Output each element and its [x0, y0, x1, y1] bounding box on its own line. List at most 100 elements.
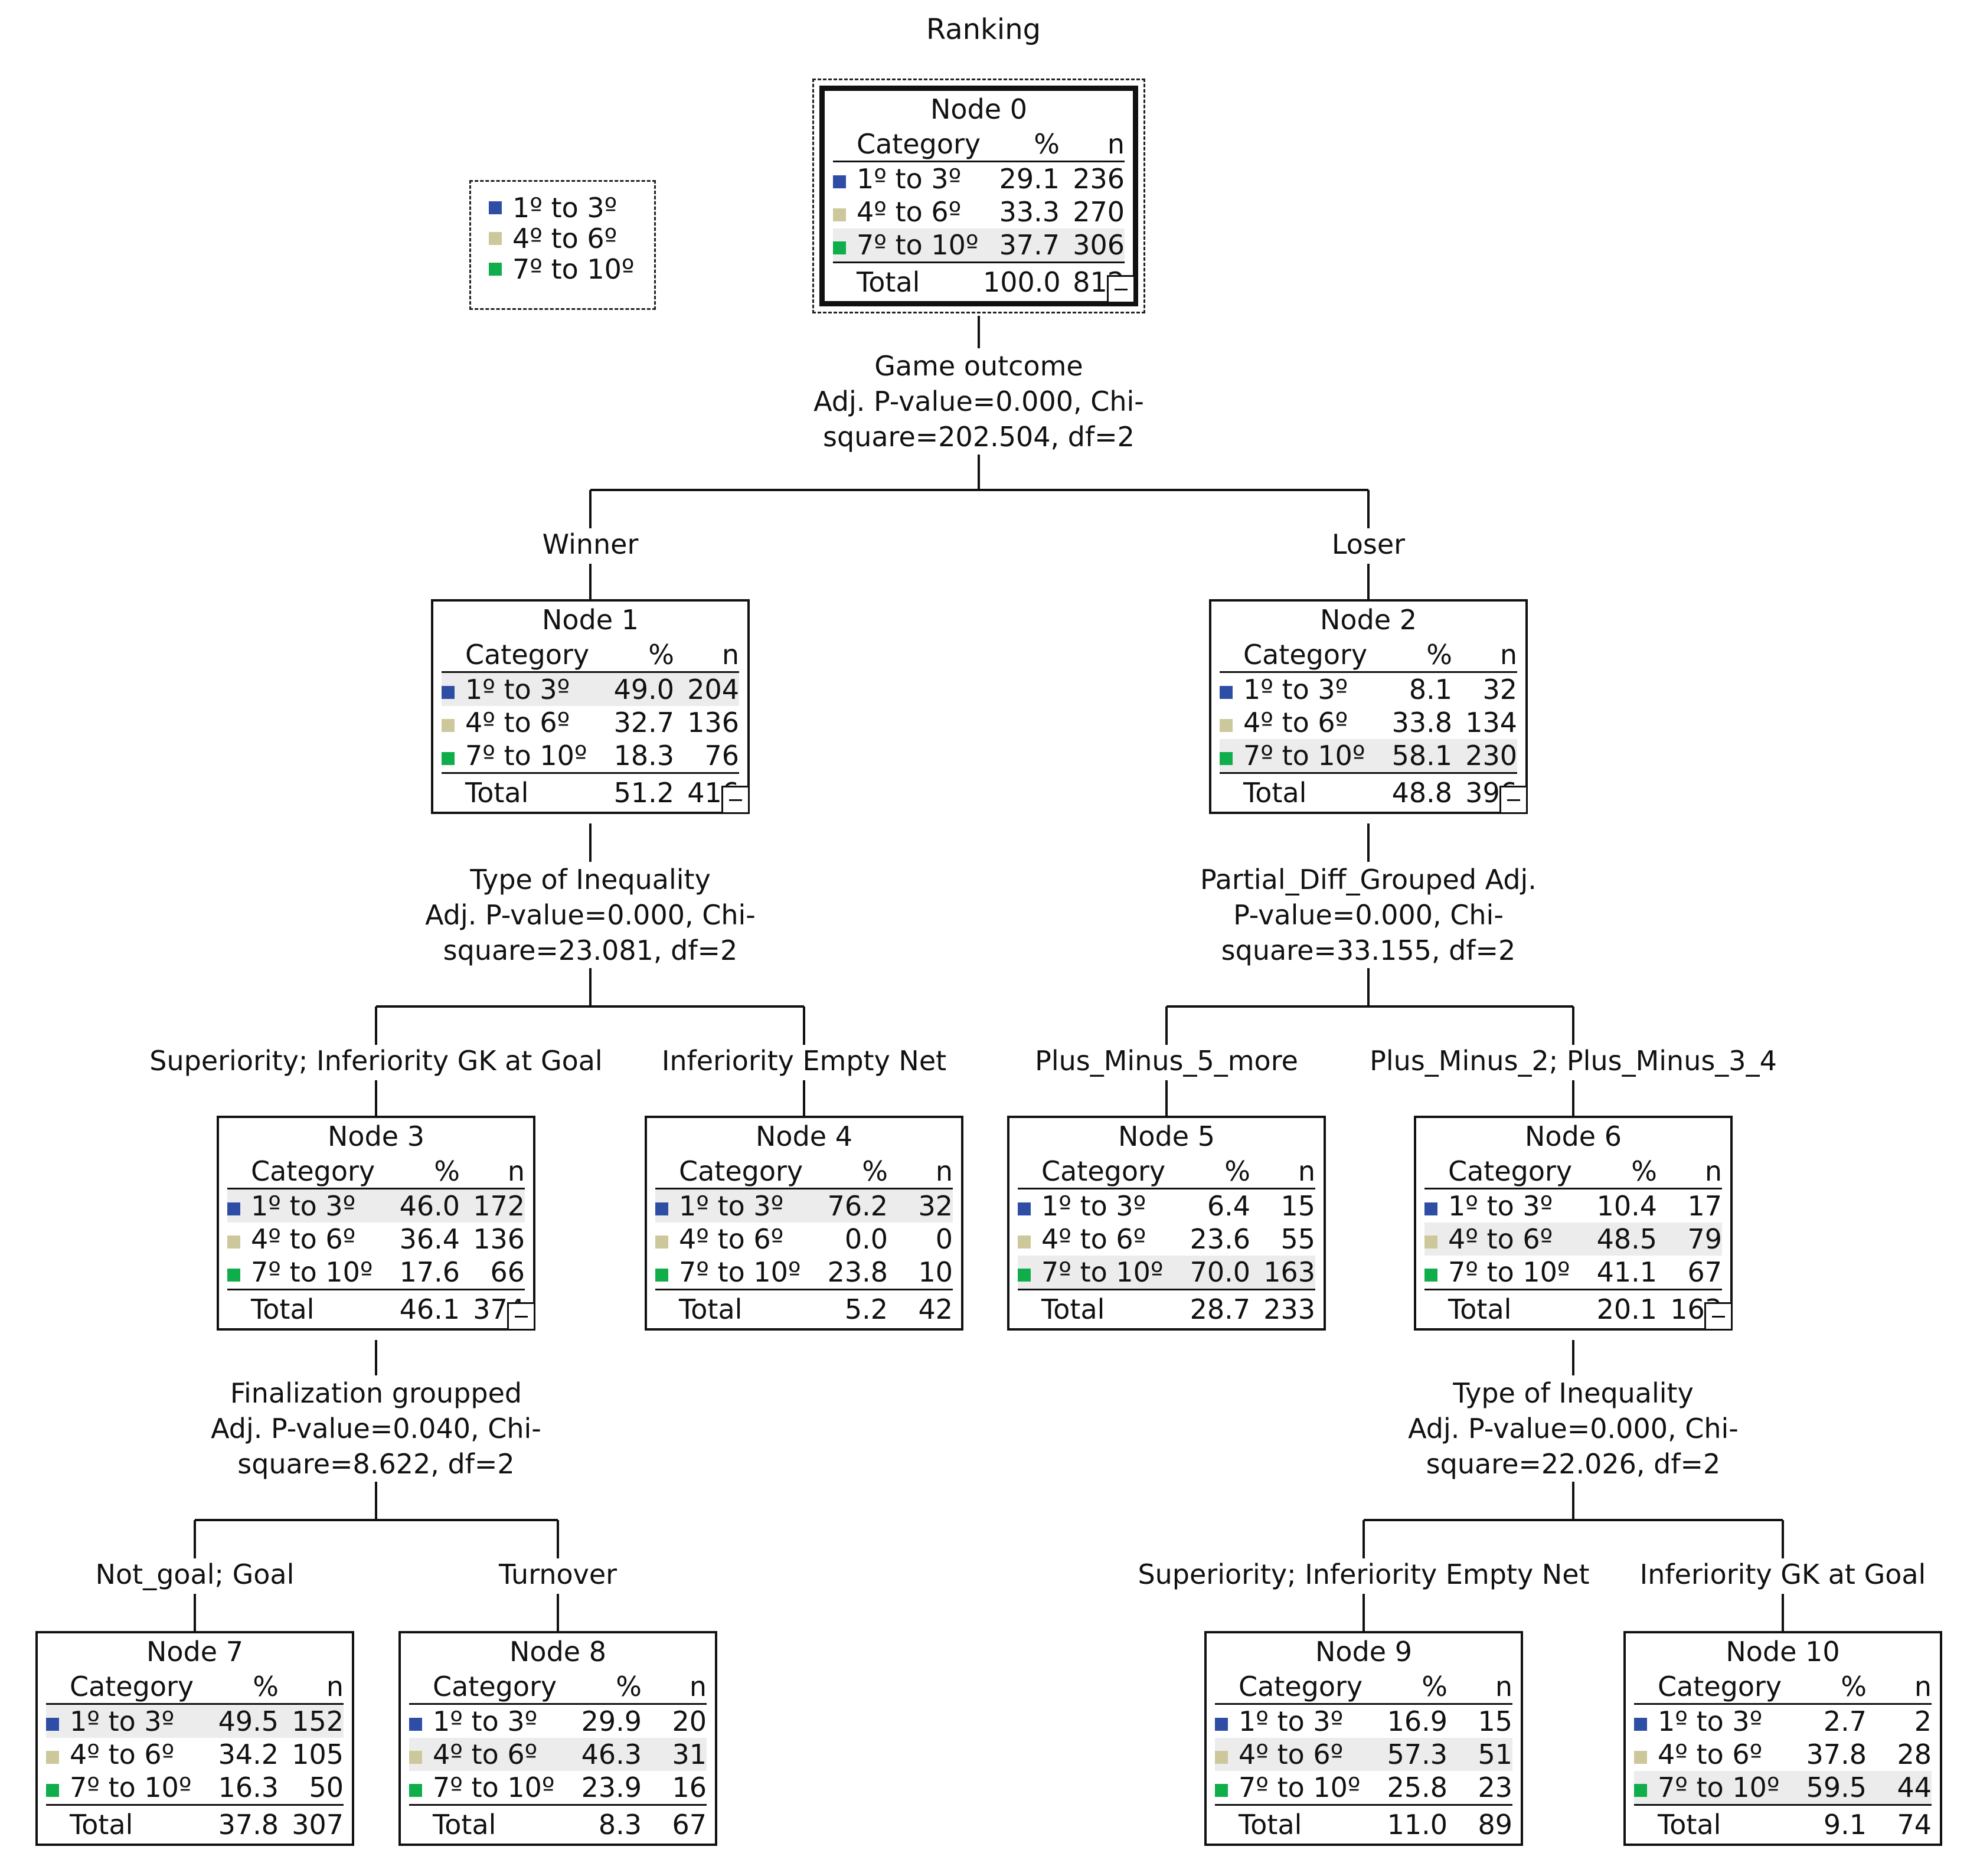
category-header-label: Category	[1658, 1671, 1782, 1702]
category-header: Category	[409, 1670, 565, 1703]
node-data-row: 4º to 6º 37.8 28	[1634, 1738, 1932, 1771]
branch-label: Loser	[1331, 528, 1406, 560]
collapse-toggle-button[interactable]	[721, 786, 750, 814]
total-cell: Total	[1634, 1806, 1790, 1844]
chart-title: Ranking	[926, 13, 1041, 46]
percent-value: 46.3	[581, 1738, 642, 1770]
category-cell: 7º to 10º	[227, 1256, 383, 1289]
category-header-label: Category	[679, 1155, 803, 1187]
count-value: 15	[1280, 1190, 1315, 1222]
percent-header: %	[648, 639, 674, 671]
category-cell: 4º to 6º	[1018, 1223, 1174, 1256]
percent-value: 48.5	[1596, 1223, 1657, 1255]
node-title: Node 9	[1315, 1636, 1412, 1668]
category-header: Category	[1215, 1670, 1371, 1703]
n-header: n	[326, 1671, 344, 1702]
n-header: n	[507, 1155, 525, 1187]
percent-value: 49.5	[218, 1705, 279, 1737]
node-header-row: Category%n	[1634, 1670, 1932, 1705]
percent-value: 41.1	[1596, 1256, 1657, 1288]
percent-value: 37.8	[1806, 1738, 1867, 1770]
category-cell: 4º to 6º	[442, 706, 597, 739]
percent-value: 76.2	[827, 1190, 888, 1222]
total-percent: 8.3	[598, 1809, 642, 1841]
category-swatch	[1220, 752, 1233, 765]
category-swatch	[227, 1269, 240, 1282]
legend-swatch	[489, 263, 502, 276]
count-value: 204	[687, 674, 739, 705]
percent-header: %	[1034, 128, 1060, 160]
percent-value: 8.1	[1409, 674, 1452, 705]
count-value: 15	[1478, 1705, 1512, 1737]
category-swatch	[655, 1202, 668, 1215]
category-label: 7º to 10º	[465, 740, 587, 772]
total-cell: Total	[409, 1806, 565, 1844]
percent-value: 16.3	[218, 1772, 279, 1803]
total-label: Total	[857, 266, 920, 298]
category-cell: 4º to 6º	[1220, 706, 1375, 739]
category-label: 1º to 3º	[251, 1190, 356, 1222]
total-count: 42	[918, 1293, 953, 1325]
category-header: Category	[655, 1155, 811, 1188]
percent-value: 37.7	[999, 229, 1060, 261]
node-title: Node 3	[328, 1120, 424, 1152]
collapse-toggle-button[interactable]	[507, 1302, 535, 1331]
count-value: 10	[918, 1256, 953, 1288]
total-label: Total	[1239, 1809, 1302, 1841]
node-header-row: Category%n	[227, 1155, 525, 1189]
node-total-row: Total 37.8 307	[46, 1804, 344, 1844]
category-swatch	[833, 208, 846, 221]
category-header: Category	[1424, 1155, 1580, 1188]
category-label: 7º to 10º	[251, 1256, 373, 1288]
count-value: 28	[1897, 1738, 1932, 1770]
total-count: 233	[1263, 1293, 1315, 1325]
total-percent: 37.8	[218, 1809, 279, 1841]
category-header-label: Category	[857, 128, 981, 160]
n-header: n	[1704, 1155, 1722, 1187]
category-header-label: Category	[1243, 639, 1368, 671]
collapse-toggle-button[interactable]	[1107, 275, 1135, 303]
category-swatch	[409, 1751, 422, 1764]
category-swatch	[1018, 1236, 1031, 1249]
percent-value: 33.8	[1391, 707, 1452, 738]
category-swatch	[1220, 719, 1233, 732]
category-header: Category	[227, 1155, 383, 1188]
category-cell: 1º to 3º	[1215, 1705, 1371, 1738]
category-cell: 4º to 6º	[1634, 1738, 1790, 1771]
collapse-toggle-button[interactable]	[1704, 1302, 1733, 1331]
category-swatch	[46, 1784, 59, 1797]
category-cell: 1º to 3º	[46, 1705, 202, 1738]
category-swatch	[1215, 1718, 1228, 1731]
category-swatch	[46, 1751, 59, 1764]
count-value: 55	[1280, 1223, 1315, 1255]
percent-value: 33.3	[999, 196, 1060, 228]
percent-value: 18.3	[613, 740, 674, 772]
total-percent: 48.8	[1391, 777, 1452, 809]
total-cell: Total	[46, 1806, 202, 1844]
category-cell: 1º to 3º	[1634, 1705, 1790, 1738]
node-title: Node 5	[1118, 1120, 1215, 1152]
category-label: 7º to 10º	[857, 229, 979, 261]
total-label: Total	[1243, 777, 1307, 809]
category-label: 4º to 6º	[679, 1223, 784, 1255]
branch-label: Turnover	[498, 1558, 617, 1590]
percent-value: 2.7	[1823, 1705, 1867, 1737]
category-label: 7º to 10º	[1243, 740, 1365, 772]
category-label: 7º to 10º	[1448, 1256, 1570, 1288]
legend-swatch	[489, 201, 502, 214]
collapse-toggle-button[interactable]	[1499, 786, 1528, 814]
total-count: 307	[292, 1809, 344, 1841]
category-cell: 7º to 10º	[1215, 1771, 1371, 1804]
